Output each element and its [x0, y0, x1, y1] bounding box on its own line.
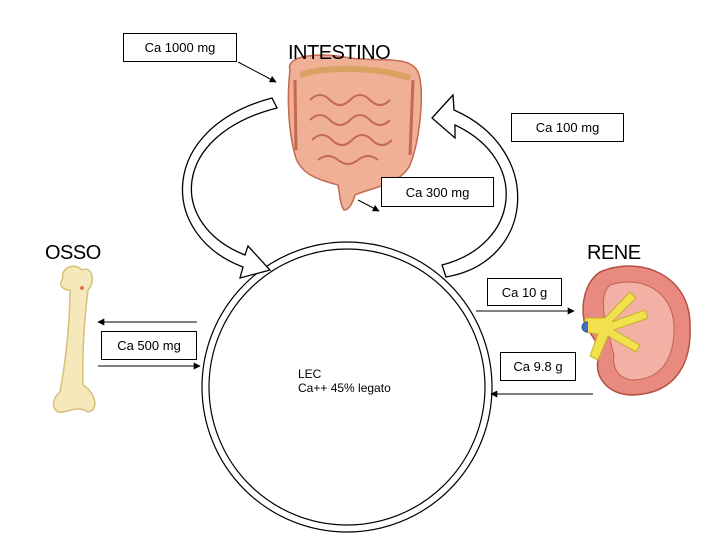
absorption-arrow [357, 199, 380, 212]
absorption-box: Ca 300 mg [381, 177, 494, 207]
ecf-circle [201, 241, 493, 533]
secretion-box: Ca 100 mg [511, 113, 624, 142]
kidney-icon [581, 265, 691, 396]
kidney-filtration-box: Ca 10 g [487, 278, 562, 306]
intake-arrow [237, 61, 277, 83]
bone-label: OSSO [45, 242, 101, 264]
bone-exchange-box: Ca 500 mg [101, 331, 197, 360]
bone-icon [52, 265, 96, 413]
kidney-reabsorption-box: Ca 9.8 g [500, 352, 576, 381]
ecf-name: LEC [298, 367, 322, 381]
secretion-curved-arrow [431, 93, 519, 278]
intestine-icon [287, 54, 422, 211]
ecf-subtitle: Ca++ 45% legato [298, 381, 391, 395]
absorption-curved-arrow [181, 97, 278, 279]
ecf-label: LEC Ca++ 45% legato [298, 367, 391, 395]
intestine-label: INTESTINO [288, 42, 391, 64]
intake-box: Ca 1000 mg [123, 33, 237, 62]
kidney-label: RENE [587, 242, 641, 264]
